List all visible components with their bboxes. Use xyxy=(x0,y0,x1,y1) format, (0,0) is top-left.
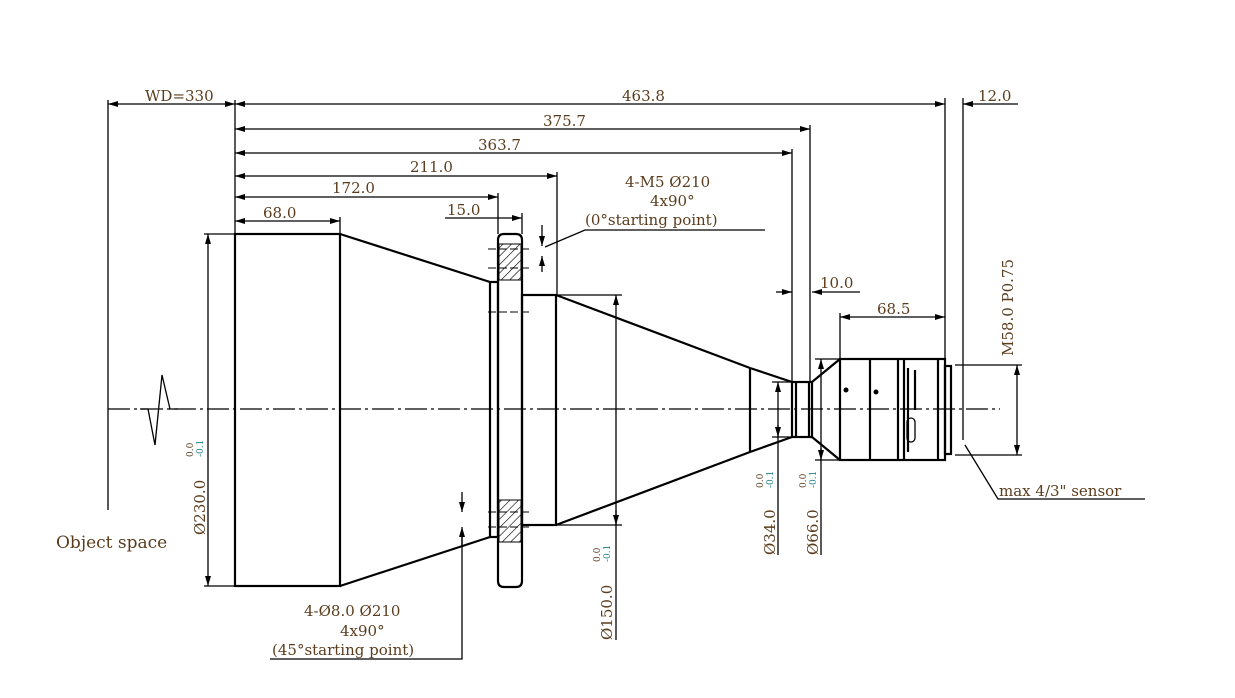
notes: 4-M5 Ø210 4x90° (0°starting point) 4-Ø8.… xyxy=(56,173,1145,660)
note-m5-spacing: 4x90° xyxy=(650,192,695,210)
sensor-label: max 4/3" sensor xyxy=(999,482,1122,500)
break-symbol xyxy=(140,374,178,446)
dim-dia-230: Ø230.0 xyxy=(191,480,209,535)
svg-text:-0.1: -0.1 xyxy=(809,471,819,488)
mounting-flange xyxy=(496,232,524,589)
dim-wd: WD=330 xyxy=(145,87,214,105)
lens-body xyxy=(233,232,953,589)
rear-step xyxy=(520,293,558,527)
svg-text:0.0: 0.0 xyxy=(593,547,603,562)
svg-text:0.0: 0.0 xyxy=(186,442,196,457)
dim-15-0: 15.0 xyxy=(447,201,480,219)
note-m5-holes: 4-M5 Ø210 xyxy=(625,173,710,191)
dim-211-0: 211.0 xyxy=(410,158,453,176)
horizontal-dimensions: WD=330 463.8 12.0 375.7 363.7 211.0 172.… xyxy=(108,87,1018,440)
front-barrel xyxy=(233,232,342,588)
object-space-label: Object space xyxy=(56,533,167,553)
dim-375-7: 375.7 xyxy=(543,112,586,130)
hatch-top xyxy=(498,243,522,281)
dim-68-5: 68.5 xyxy=(877,300,910,318)
dim-12-0: 12.0 xyxy=(978,87,1011,105)
note-thru-start: (45°starting point) xyxy=(272,641,414,659)
dim-463-8: 463.8 xyxy=(622,87,665,105)
note-m5-start: (0°starting point) xyxy=(585,211,718,229)
dim-68-0: 68.0 xyxy=(263,204,296,222)
svg-text:0.0: 0.0 xyxy=(799,473,809,488)
dim-dia-34: Ø34.0 xyxy=(761,509,779,555)
dim-363-7: 363.7 xyxy=(478,136,521,154)
note-thru-spacing: 4x90° xyxy=(340,622,385,640)
svg-text:0.0: 0.0 xyxy=(756,473,766,488)
diameter-dimensions: Ø230.0 0.0 -0.1 Ø150.0 0.0 -0.1 Ø34.0 0.… xyxy=(186,225,1022,640)
svg-text:-0.1: -0.1 xyxy=(603,545,613,562)
dim-172-0: 172.0 xyxy=(332,179,375,197)
dim-10-0: 10.0 xyxy=(820,274,853,292)
svg-text:-0.1: -0.1 xyxy=(196,440,206,457)
note-thru-holes: 4-Ø8.0 Ø210 xyxy=(304,602,400,620)
object-plane xyxy=(107,100,1000,510)
lock-screw xyxy=(906,417,916,443)
hatch-bottom xyxy=(498,499,522,543)
dim-dia-66: Ø66.0 xyxy=(804,509,822,555)
dim-dia-150: Ø150.0 xyxy=(598,585,616,640)
dim-thread: M58.0 P0.75 xyxy=(999,259,1017,356)
svg-text:-0.1: -0.1 xyxy=(766,471,776,488)
neck xyxy=(790,380,814,439)
